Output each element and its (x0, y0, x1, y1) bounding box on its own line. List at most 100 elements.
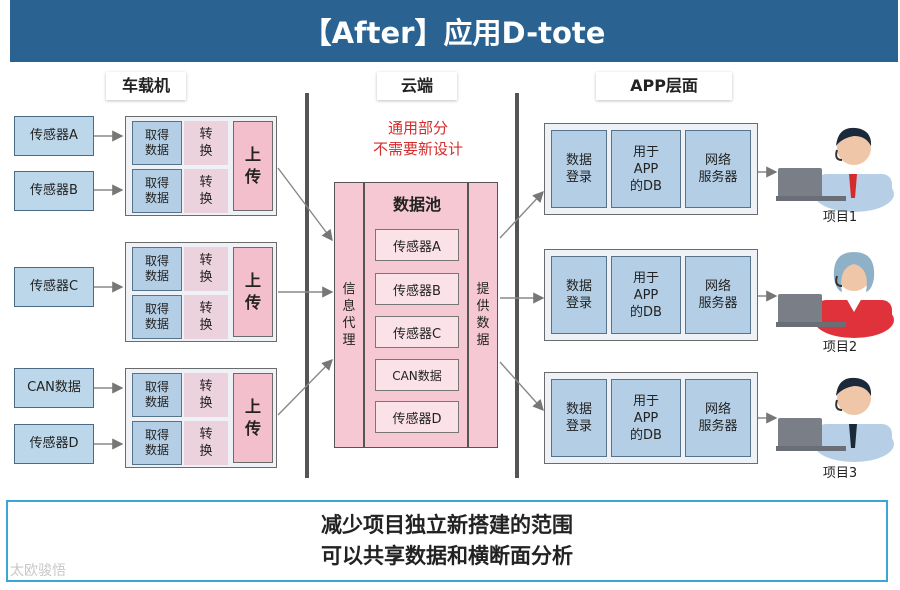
app-group-2: 数据登录 用于APP的DB 网络服务器 (544, 249, 758, 341)
acquire-line-1: 取得 (145, 254, 169, 269)
sensor-d-box: 传感器D (14, 424, 94, 464)
convert-line-2: 换 (199, 269, 212, 286)
upload-line-1: 上 (245, 144, 261, 166)
acquire-line-1: 取得 (145, 428, 169, 443)
acquire-line-1: 取得 (145, 302, 169, 317)
convert-line-1: 转 (199, 426, 212, 443)
convert-box: 转换 (184, 421, 228, 465)
info-proxy-char-3: 代 (342, 315, 355, 332)
data-pool: 数据池 传感器A 传感器B 传感器C CAN数据 传感器D (364, 182, 468, 448)
server-line-2: 服务器 (698, 418, 737, 435)
upload-line-2: 传 (245, 418, 261, 440)
server-line-2: 服务器 (698, 295, 737, 312)
project-2-label: 项目2 (790, 336, 890, 355)
convert-line-2: 换 (199, 143, 212, 160)
upload-line-2: 传 (245, 166, 261, 188)
data-login-box: 数据登录 (551, 379, 607, 457)
db-line-3: 的DB (630, 427, 662, 444)
upload-box: 上传 (233, 373, 273, 463)
convert-line-1: 转 (199, 252, 212, 269)
web-server-box: 网络服务器 (685, 256, 751, 334)
convert-line-1: 转 (199, 300, 212, 317)
person-male-icon (776, 362, 900, 462)
convert-line-1: 转 (199, 126, 212, 143)
data-login-box: 数据登录 (551, 130, 607, 208)
project-3-label: 项目3 (790, 462, 890, 481)
summary-line-2: 可以共享数据和横断面分析 (321, 541, 573, 572)
provide-data-column: 提 供 数 据 (468, 182, 498, 448)
person-male-icon (776, 112, 900, 212)
acquire-data-box: 取得数据 (132, 121, 182, 165)
web-server-box: 网络服务器 (685, 130, 751, 208)
acquire-line-1: 取得 (145, 176, 169, 191)
can-data-box: CAN数据 (14, 368, 94, 408)
login-line-1: 数据 (566, 152, 592, 169)
convert-line-2: 换 (199, 443, 212, 460)
pool-item-can-data: CAN数据 (375, 359, 459, 391)
sensor-b-box: 传感器B (14, 171, 94, 211)
convert-box: 转换 (184, 295, 228, 339)
server-line-1: 网络 (698, 152, 737, 169)
db-line-3: 的DB (630, 304, 662, 321)
data-login-box: 数据登录 (551, 256, 607, 334)
info-proxy-char-4: 理 (342, 332, 355, 349)
person-female-icon (776, 238, 900, 338)
acquire-line-2: 数据 (145, 269, 169, 284)
info-proxy-char-2: 息 (342, 298, 355, 315)
convert-line-2: 换 (199, 395, 212, 412)
db-line-2: APP (630, 161, 662, 178)
db-line-3: 的DB (630, 178, 662, 195)
convert-line-2: 换 (199, 317, 212, 334)
acquire-line-2: 数据 (145, 443, 169, 458)
app-db-box: 用于APP的DB (611, 256, 681, 334)
upload-box: 上传 (233, 247, 273, 337)
pool-item-sensor-b: 传感器B (375, 273, 459, 305)
info-proxy-column: 信 息 代 理 (334, 182, 364, 448)
server-line-1: 网络 (698, 401, 737, 418)
db-line-2: APP (630, 287, 662, 304)
info-proxy-char-1: 信 (342, 281, 355, 298)
server-line-2: 服务器 (698, 169, 737, 186)
pool-item-sensor-c: 传感器C (375, 316, 459, 348)
pool-item-sensor-d: 传感器D (375, 401, 459, 433)
sensor-c-box: 传感器C (14, 267, 94, 307)
convert-box: 转换 (184, 373, 228, 417)
provide-data-char-4: 据 (476, 332, 489, 349)
convert-box: 转换 (184, 121, 228, 165)
convert-line-1: 转 (199, 174, 212, 191)
convert-line-1: 转 (199, 378, 212, 395)
convert-line-2: 换 (199, 191, 212, 208)
login-line-2: 登录 (566, 418, 592, 435)
data-pool-title: 数据池 (365, 191, 469, 215)
summary-box: 减少项目独立新搭建的范围 可以共享数据和横断面分析 (6, 500, 888, 582)
summary-line-1: 减少项目独立新搭建的范围 (321, 510, 573, 541)
web-server-box: 网络服务器 (685, 379, 751, 457)
db-line-1: 用于 (630, 144, 662, 161)
acquire-line-2: 数据 (145, 395, 169, 410)
provide-data-char-2: 供 (476, 298, 489, 315)
acquire-line-1: 取得 (145, 380, 169, 395)
acquire-data-box: 取得数据 (132, 169, 182, 213)
db-line-1: 用于 (630, 270, 662, 287)
db-line-2: APP (630, 410, 662, 427)
vehicle-group-1: 取得数据 取得数据 转换 转换 上传 (125, 116, 277, 216)
convert-box: 转换 (184, 247, 228, 291)
acquire-line-2: 数据 (145, 191, 169, 206)
acquire-data-box: 取得数据 (132, 421, 182, 465)
acquire-line-2: 数据 (145, 317, 169, 332)
sensor-a-box: 传感器A (14, 116, 94, 156)
provide-data-char-3: 数 (476, 315, 489, 332)
login-line-1: 数据 (566, 278, 592, 295)
upload-box: 上传 (233, 121, 273, 211)
provide-data-char-1: 提 (476, 281, 489, 298)
convert-box: 转换 (184, 169, 228, 213)
pool-item-sensor-a: 传感器A (375, 229, 459, 261)
acquire-data-box: 取得数据 (132, 247, 182, 291)
vehicle-group-2: 取得数据 取得数据 转换 转换 上传 (125, 242, 277, 342)
db-line-1: 用于 (630, 393, 662, 410)
watermark: 太欧骏悟 (10, 560, 66, 580)
login-line-2: 登录 (566, 295, 592, 312)
